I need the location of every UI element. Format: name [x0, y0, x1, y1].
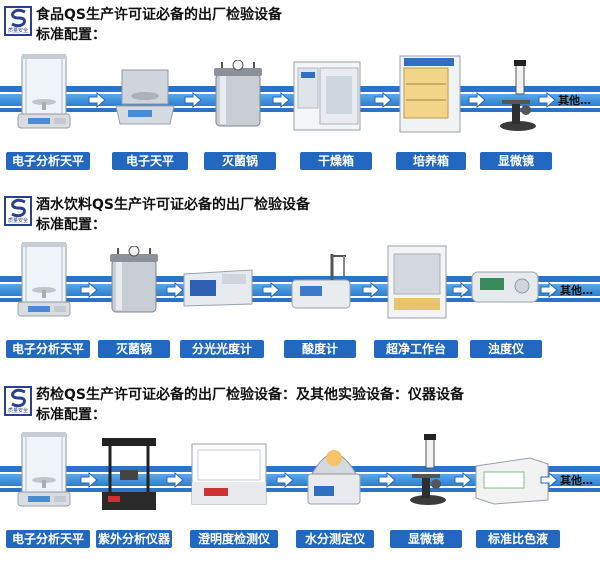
more-text: 其他… — [560, 474, 593, 487]
section-beverage-qs: 质量安全 酒水饮料QS生产许可证必备的出厂检验设备 标准配置： 其他… 电子分析… — [0, 190, 600, 374]
logo-text: 质量安全 — [7, 28, 28, 34]
arrow-right-icon — [184, 92, 202, 108]
electronic-balance-device — [112, 66, 178, 126]
uv-analyzer-device — [98, 434, 160, 512]
label-turbidimeter: 浊度仪 — [470, 340, 542, 358]
label-analytical-balance: 电子分析天平 — [6, 340, 90, 358]
section-title: 酒水饮料QS生产许可证必备的出厂检验设备 — [36, 197, 310, 213]
label-ph-meter: 酸度计 — [284, 340, 356, 358]
incubator-device — [398, 54, 462, 134]
label-drying-oven: 干燥箱 — [300, 152, 372, 170]
arrow-right-icon — [276, 472, 294, 488]
arrow-right-icon — [378, 472, 396, 488]
label-spectrophotometer: 分光光度计 — [180, 340, 264, 358]
arrow-right-icon — [374, 92, 392, 108]
section-title: 食品QS生产许可证必备的出厂检验设备 — [36, 7, 282, 23]
arrow-right-icon — [538, 92, 556, 108]
section-subtitle: 标准配置： — [36, 27, 106, 43]
label-autoclave: 灭菌锅 — [204, 152, 276, 170]
label-clean-bench: 超净工作台 — [374, 340, 458, 358]
arrow-right-icon — [262, 282, 280, 298]
spectrophotometer-device — [182, 260, 254, 308]
quality-safety-logo: 质量安全 — [4, 6, 32, 36]
section-title: 药检QS生产许可证必备的出厂检验设备：及其他实验设备：仪器设备 — [36, 387, 464, 403]
analytical-balance-device — [14, 240, 74, 318]
arrow-right-icon — [454, 472, 472, 488]
moisture-analyzer-device — [304, 434, 364, 506]
quality-safety-logo: 质量安全 — [4, 196, 32, 226]
arrow-right-icon — [468, 92, 486, 108]
more-text: 其他… — [558, 94, 591, 107]
label-microscope: 显微镜 — [390, 530, 462, 548]
label-microscope: 显微镜 — [480, 152, 552, 170]
label-moisture-analyzer: 水分测定仪 — [296, 530, 374, 548]
decorative-stripe — [0, 466, 600, 472]
decorative-stripe — [0, 488, 600, 492]
label-clarity-tester: 澄明度检测仪 — [190, 530, 278, 548]
analytical-balance-device — [14, 430, 74, 508]
label-uv-analyzer: 紫外分析仪器 — [96, 530, 172, 548]
section-pharma-qs: 质量安全 药检QS生产许可证必备的出厂检验设备：及其他实验设备：仪器设备 标准配… — [0, 380, 600, 564]
section-subtitle: 标准配置： — [36, 407, 106, 423]
logo-text: 质量安全 — [7, 408, 28, 414]
analytical-balance-device — [14, 52, 74, 130]
more-text: 其他… — [560, 284, 593, 297]
section-subtitle: 标准配置： — [36, 217, 106, 233]
clarity-tester-device — [190, 442, 268, 506]
clean-bench-device — [386, 244, 448, 320]
arrow-right-icon — [540, 472, 558, 488]
label-electronic-balance: 电子天平 — [112, 152, 188, 170]
microscope-device — [494, 60, 540, 132]
autoclave-device — [210, 60, 266, 130]
label-color-standard: 标准比色液 — [476, 530, 560, 548]
label-autoclave: 灭菌锅 — [98, 340, 170, 358]
label-incubator: 培养箱 — [396, 152, 466, 170]
microscope-device — [404, 434, 450, 506]
arrow-right-icon — [80, 282, 98, 298]
decorative-stripe — [0, 276, 600, 282]
arrow-right-icon — [80, 472, 98, 488]
arrow-right-icon — [362, 282, 380, 298]
arrow-right-icon — [166, 472, 184, 488]
arrow-right-icon — [166, 282, 184, 298]
section-food-qs: 质量安全 食品QS生产许可证必备的出厂检验设备 标准配置： 其他… 电子分析天平… — [0, 0, 600, 184]
color-standard-box-device — [474, 454, 550, 506]
ph-meter-device — [286, 250, 356, 314]
logo-text: 质量安全 — [7, 218, 28, 224]
decorative-stripe — [0, 474, 600, 486]
drying-oven-device — [292, 60, 362, 132]
label-analytical-balance: 电子分析天平 — [6, 530, 90, 548]
quality-safety-logo: 质量安全 — [4, 386, 32, 416]
turbidimeter-device — [470, 262, 540, 306]
autoclave-device — [106, 246, 162, 316]
arrow-right-icon — [88, 92, 106, 108]
arrow-right-icon — [452, 282, 470, 298]
arrow-right-icon — [272, 92, 290, 108]
arrow-right-icon — [540, 282, 558, 298]
label-analytical-balance: 电子分析天平 — [6, 152, 90, 170]
